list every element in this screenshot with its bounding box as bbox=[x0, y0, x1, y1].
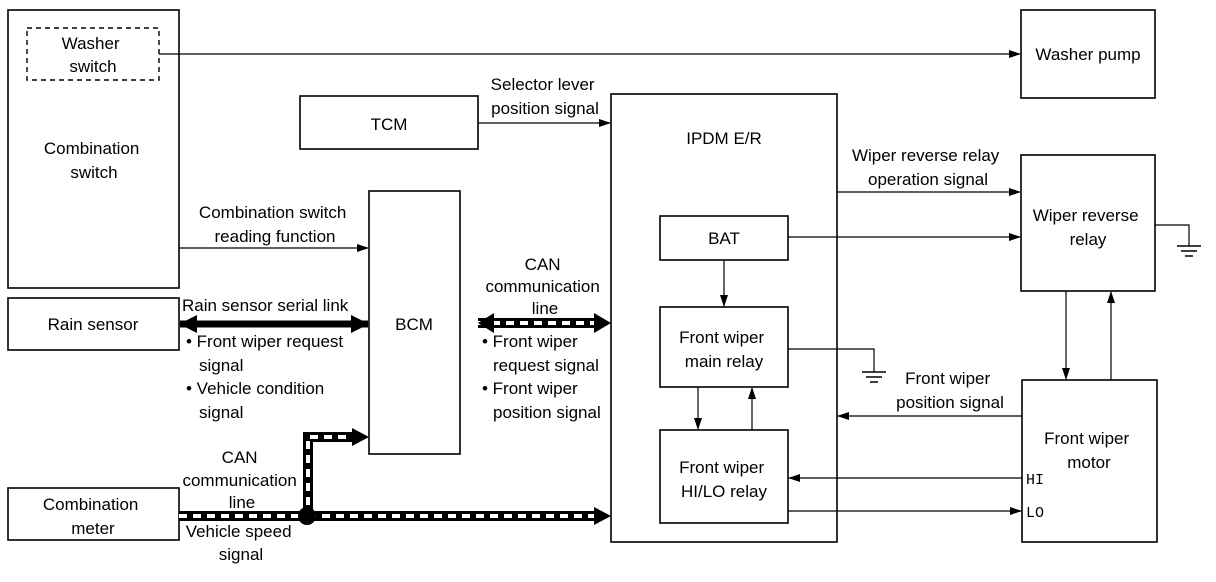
bat-box bbox=[659, 215, 789, 261]
combination-meter-box bbox=[7, 487, 180, 541]
motor-position-signal-label: Front wiper position signal bbox=[896, 369, 1004, 412]
rain-serial-link-label: Rain sensor serial link bbox=[182, 296, 349, 315]
combination-switch-label: Combination switch bbox=[44, 139, 144, 182]
ground-icon bbox=[1177, 245, 1201, 257]
can-bus-meter bbox=[179, 428, 611, 525]
bcm-box bbox=[368, 190, 461, 455]
washer-switch-label: Washer switch bbox=[62, 34, 125, 76]
rain-sensor-label: Rain sensor bbox=[48, 315, 139, 334]
rain-signals-label: • Front wiper request signal • Vehicle c… bbox=[186, 332, 348, 422]
washer-pump-label: Washer pump bbox=[1035, 45, 1140, 64]
combination-switch-reading-label: Combination switch reading function bbox=[199, 203, 351, 246]
washer-switch-box bbox=[26, 27, 160, 81]
ipdm-label: IPDM E/R bbox=[686, 129, 762, 148]
bcm-can-signals-label: • Front wiper request signal • Front wip… bbox=[482, 332, 604, 422]
tcm-label: TCM bbox=[371, 115, 408, 134]
tcm-box bbox=[299, 95, 479, 150]
reverse-relay-op-signal-label: Wiper reverse relay operation signal bbox=[852, 146, 1004, 189]
hilo-relay-label: Front wiper HI/LO relay bbox=[679, 458, 769, 501]
reverse-relay-label: Wiper reverse relay bbox=[1033, 206, 1144, 249]
vehicle-speed-signal-label: Vehicle speed signal bbox=[186, 522, 297, 564]
washer-pump-box bbox=[1020, 9, 1156, 99]
selector-lever-signal-label: Selector lever position signal bbox=[491, 75, 600, 118]
main-relay-ground-wire bbox=[788, 348, 875, 372]
can-line-label-left: CAN communication line bbox=[182, 448, 301, 512]
pin-lo-label: LO bbox=[1026, 505, 1044, 522]
motor-box bbox=[1021, 379, 1158, 543]
rain-sensor-box bbox=[7, 297, 180, 351]
main-relay-label: Front wiper main relay bbox=[679, 328, 769, 371]
reverse-relay-ground-wire bbox=[1155, 224, 1190, 246]
can-line-label-right: CAN communication line bbox=[485, 255, 604, 318]
pin-hi-label: HI bbox=[1026, 472, 1044, 489]
bat-label: BAT bbox=[708, 229, 740, 248]
ground-icon bbox=[862, 371, 886, 383]
reverse-relay-box bbox=[1020, 154, 1156, 292]
combination-meter-label: Combination meter bbox=[43, 495, 143, 538]
can-junction-dot bbox=[298, 507, 316, 525]
motor-label: Front wiper motor bbox=[1044, 429, 1134, 472]
bcm-label: BCM bbox=[395, 315, 433, 334]
hilo-relay-box bbox=[659, 429, 789, 524]
main-relay-box bbox=[659, 306, 789, 388]
can-bus-bcm-ipdm bbox=[478, 313, 611, 333]
